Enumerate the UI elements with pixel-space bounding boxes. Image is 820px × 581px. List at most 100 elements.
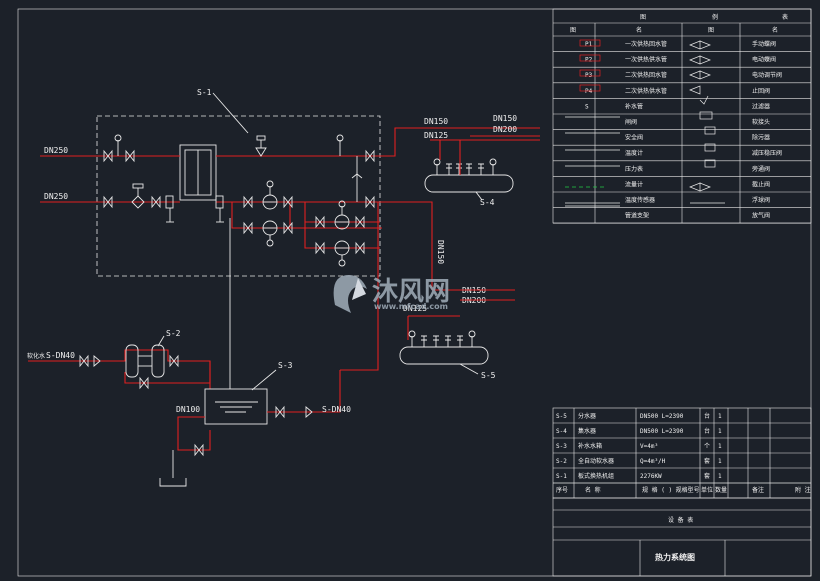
watermark: 沐风网 www.mfcad.com: [333, 275, 450, 313]
legend-row-code: S: [585, 103, 589, 110]
equip-row-spec: Q=4m³/H: [640, 458, 666, 465]
label-s3: S-3: [278, 361, 293, 370]
label-s1: S-1: [197, 88, 212, 97]
legend-row-name2: 截止阀: [752, 180, 770, 188]
legend-row-name: 温度传感器: [625, 196, 655, 204]
equip-row-spec: DN500 L=2390: [640, 413, 684, 420]
drawing-frame: [17, 8, 812, 577]
equip-row-no: S-3: [556, 443, 567, 450]
valve-top-2: [125, 149, 135, 163]
equip-row-name: 分水器: [578, 412, 596, 420]
legend-header-1: 图: [640, 14, 646, 21]
legend-row-name: 二次供热供水管: [625, 87, 667, 95]
equip-header-unit: 单位: [701, 486, 713, 494]
equip-header-no: 序号: [556, 486, 568, 494]
legend-row-name2: 减压稳压阀: [752, 149, 782, 157]
equip-row-no: S-1: [556, 473, 567, 480]
pipe-tank-out: [267, 370, 341, 413]
equip-row-no: S-5: [556, 413, 567, 420]
equip-header-spec: 规 格 ( ) 规格型号: [642, 486, 700, 494]
legend-symbols: [565, 39, 725, 207]
legend-row-name: 闸阀: [625, 118, 637, 126]
equip-header-c7: 附 注: [795, 486, 811, 494]
legend-header-2: 例: [712, 13, 718, 21]
legend-row-name: 温度计: [625, 149, 643, 157]
equip-row-name: 全自动软水器: [578, 457, 614, 465]
s4-collector: S-4: [424, 158, 514, 207]
legend-row-name2: 电动蝶阀: [752, 56, 776, 64]
label-dn125: DN125: [424, 131, 448, 140]
legend-subheader-3: 图: [708, 27, 714, 34]
legend-row-name: 二次供热回水管: [625, 71, 667, 79]
s3-water-tank: S-3: [204, 361, 293, 425]
equip-row-spec: 2276KW: [640, 473, 662, 480]
watermark-logo-icon: [333, 275, 367, 313]
valve-right-check: [351, 156, 363, 202]
equip-row-unit: 套: [704, 472, 710, 480]
equip-row-name: 补水水箱: [578, 442, 602, 450]
legend-subheader-4: 名: [772, 26, 778, 34]
legend-subheader-1: 图: [570, 27, 576, 34]
legend-header-3: 表: [782, 13, 788, 21]
label-dn150-a: DN150: [424, 117, 448, 126]
plate-heat-exchanger: [179, 144, 217, 201]
legend-row-name: 补水管: [625, 102, 643, 110]
pipe-to-s4: [380, 201, 433, 290]
equip-row-unit: 套: [704, 457, 710, 465]
label-dn150-b: DN150: [493, 114, 517, 123]
legend-row-name2: 浮球阀: [752, 196, 770, 204]
s5-distributor: S-5: [399, 330, 496, 380]
safety-valve-top: [114, 134, 122, 156]
equip-row-name: 集水器: [578, 427, 596, 435]
legend-row-name: 安全阀: [625, 134, 643, 142]
valve-right-1: [365, 195, 375, 209]
s1-unit-boundary: [96, 115, 381, 277]
equip-row-no: S-2: [556, 458, 567, 465]
label-dn100: DN100: [176, 405, 200, 414]
equip-header-qty: 数量: [715, 486, 727, 494]
equip-header-c6: 备注: [752, 486, 764, 494]
equip-row-spec: DN500 L=2390: [640, 428, 684, 435]
legend-row-name2: 手动蝶阀: [752, 40, 776, 48]
legend-row-name2: 放气阀: [752, 212, 770, 220]
label-s-dn40-right: S-DN40: [322, 405, 351, 414]
legend-row-name: 压力表: [625, 165, 643, 173]
label-dn150-vertical: DN150: [436, 240, 445, 264]
equip-row-name: 板式换热机组: [578, 472, 614, 480]
equip-table-title: 设 备 表: [668, 516, 693, 524]
equip-row-qty: 1: [718, 443, 722, 450]
equip-row-qty: 1: [718, 458, 722, 465]
equip-row-unit: 台: [704, 427, 710, 435]
label-s5: S-5: [481, 371, 496, 380]
label-dn200-a: DN200: [493, 125, 517, 134]
legend-row-name: 管道支架: [625, 212, 649, 220]
watermark-brand: 沐风网: [372, 277, 450, 307]
drawing-title: 热力系统图: [655, 552, 695, 562]
valve-mid-1: [103, 195, 113, 209]
equip-header-name: 名 称: [585, 486, 601, 494]
watermark-url: www.mfcad.com: [374, 302, 448, 311]
valve-mid-2: [151, 195, 161, 209]
equip-row-qty: 1: [718, 428, 722, 435]
legend-row-name2: 过滤器: [752, 102, 770, 110]
label-left-tag: 软化水: [27, 352, 45, 360]
filter-mid: [131, 183, 145, 209]
legend-row-name2: 止回阀: [752, 87, 770, 95]
legend-subheader-2: 名: [636, 26, 642, 34]
label-s4: S-4: [480, 198, 495, 207]
legend-row-code: P1: [585, 41, 593, 48]
s2-softener: S-2: [118, 329, 211, 390]
legend-row-name: 流量计: [625, 180, 643, 188]
legend-row-code: P2: [585, 57, 593, 64]
equip-row-spec: V=4m³: [640, 443, 658, 450]
label-s-dn40-left: S-DN40: [46, 351, 75, 360]
equip-row-unit: 台: [704, 412, 710, 420]
safety-valve-top-2: [336, 134, 344, 156]
label-dn250-mid: DN250: [44, 192, 68, 201]
legend-row-name2: 除污器: [752, 134, 770, 142]
legend-row-name2: 电动调节阀: [752, 71, 782, 79]
valve-top-1: [103, 149, 113, 163]
equip-row-unit: 个: [704, 443, 710, 450]
